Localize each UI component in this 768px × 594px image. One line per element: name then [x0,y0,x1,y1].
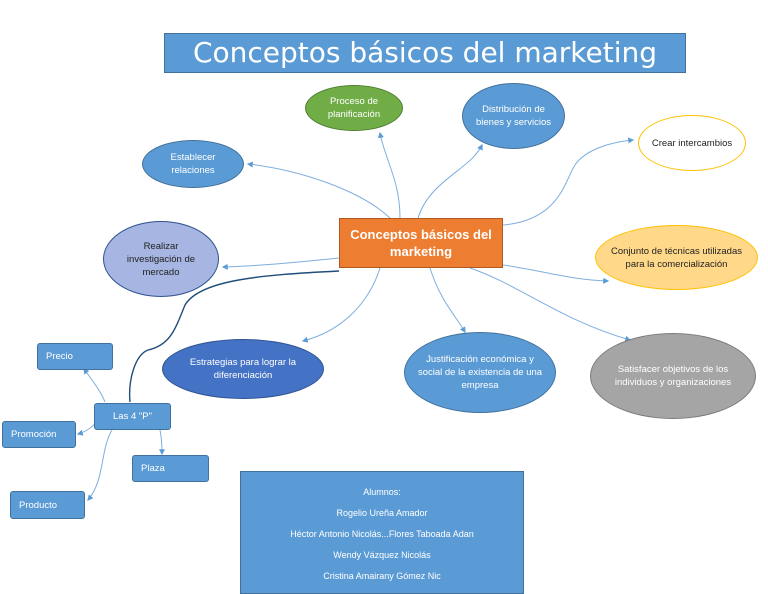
student-name: Cristina Amairany Gómez Nic [323,571,441,581]
node-establecer-relaciones: Establecer relaciones [142,140,244,188]
box-precio: Precio [37,343,113,370]
link-plaza [158,429,165,456]
link-distribucion [417,143,483,219]
link-relaciones [246,161,391,219]
node-crear-intercambios: Crear intercambios [638,115,746,171]
link-estrategias [301,267,381,343]
node-satisfacer-objetivos: Satisfacer objetivos de los individuos y… [590,333,756,419]
student-name: Rogelio Ureña Amador [336,508,428,518]
node-investigacion-mercado: Realizar investigación de mercado [103,221,219,297]
node-distribucion: Distribución de bienes y servicios [462,83,565,149]
central-concept: Conceptos básicos del marketing [339,218,503,268]
box-producto: Producto [10,491,85,519]
link-4p [128,270,340,403]
link-justificacion [429,267,466,334]
node-proceso-planificacion: Proceso de planificación [305,85,403,131]
students-box: Alumnos: Rogelio Ureña Amador Héctor Ant… [240,471,524,594]
box-promocion: Promoción [2,421,76,448]
link-producto [87,429,113,501]
node-justificacion: Justificación económica y social de la e… [404,332,556,413]
page-title: Conceptos básicos del marketing [164,33,686,73]
student-name: Héctor Antonio Nicolás...Flores Taboada … [290,529,474,539]
link-investigacion [221,257,340,270]
link-objetivos [469,267,632,342]
box-plaza: Plaza [132,455,209,482]
box-las-4-p: Las 4 "P" [94,403,171,430]
node-conjunto-tecnicas: Conjunto de técnicas utilizadas para la … [595,225,758,290]
link-precio [83,368,106,403]
link-tecnicas [502,264,610,284]
students-heading: Alumnos: [363,487,401,497]
link-proceso [377,131,401,219]
node-estrategias: Estrategias para lograr la diferenciació… [162,339,324,399]
student-name: Wendy Vázquez Nicolás [333,550,431,560]
link-intercambios [502,137,635,226]
